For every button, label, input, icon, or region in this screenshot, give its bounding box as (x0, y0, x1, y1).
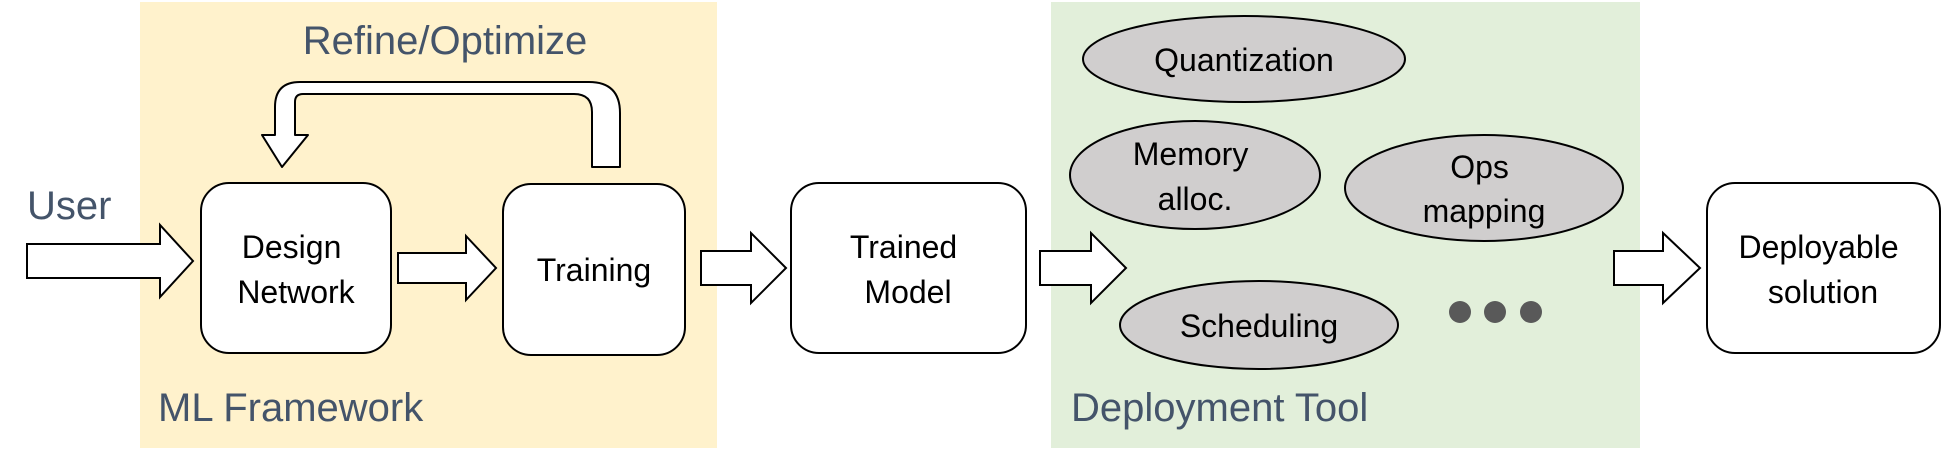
design-network-text: Design Network (237, 229, 355, 310)
scheduling-oval (1119, 280, 1399, 370)
ops-mapping-oval (1344, 134, 1624, 242)
design-network-line-1: Design (242, 229, 342, 265)
design-network-box (200, 182, 392, 354)
scheduling-text: Scheduling (1180, 308, 1338, 344)
training-box (502, 183, 686, 356)
ops-mapping-text: Ops mapping (1423, 149, 1546, 229)
ellipsis-dot-2 (1484, 301, 1506, 323)
training-text: Training (537, 252, 651, 288)
trained-model-text: Trained Model (850, 229, 966, 310)
refine-optimize-label: Refine/Optimize (303, 19, 588, 63)
arrow-training-to-model (700, 230, 788, 306)
arrow-design-to-training (397, 233, 498, 303)
memory-alloc-line-1: Memory (1133, 136, 1249, 172)
memory-alloc-line-2: alloc. (1158, 181, 1233, 217)
arrow-model-to-deployment (1039, 230, 1128, 306)
quantization-oval (1082, 15, 1406, 103)
trained-model-line-1: Trained (850, 229, 957, 265)
memory-alloc-oval (1069, 120, 1321, 230)
user-label: User (27, 184, 111, 228)
memory-alloc-text: Memory alloc. (1133, 136, 1257, 217)
design-network-line-2: Network (237, 274, 355, 310)
ellipsis-dot-1 (1449, 301, 1471, 323)
ml-framework-label: ML Framework (158, 386, 424, 430)
arrow-user-to-design (26, 222, 195, 300)
ops-mapping-line-1: Ops (1450, 149, 1509, 185)
deployable-solution-box (1706, 182, 1941, 354)
deployable-solution-line-2: solution (1768, 274, 1878, 310)
ops-mapping-line-2: mapping (1423, 193, 1546, 229)
deployment-tool-label: Deployment Tool (1071, 386, 1368, 430)
ellipsis-dot-3 (1520, 301, 1542, 323)
deployable-solution-text: Deployable solution (1739, 229, 1908, 310)
quantization-text: Quantization (1154, 42, 1334, 78)
refine-loop-arrow (261, 81, 621, 168)
trained-model-line-2: Model (864, 274, 951, 310)
arrow-deployment-to-solution (1613, 230, 1702, 306)
trained-model-box (790, 182, 1027, 354)
deployable-solution-line-1: Deployable (1739, 229, 1899, 265)
